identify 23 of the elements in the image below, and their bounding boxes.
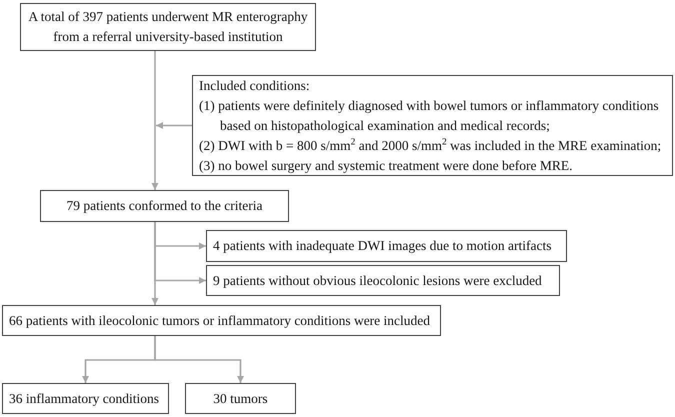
arrow — [152, 222, 158, 305]
criteria-item: (2) DWI with b = 800 s/mm$^{2}$ and 2000 s/mm$^{2}$ was included in the MRE examination; — [199, 136, 662, 155]
arrow — [154, 336, 244, 383]
exclusion-box — [206, 230, 567, 262]
step-text: 4 patients with inadequate DWI images due to motion artifacts — [213, 237, 552, 255]
group-box — [185, 383, 296, 414]
step-text: 9 patients without obvious ileocolonic lesions were excluded — [213, 272, 542, 290]
process-box — [2, 305, 441, 336]
arrow — [156, 122, 192, 129]
criteria-heading: Included conditions: — [199, 76, 310, 94]
exclusion-box — [206, 265, 560, 296]
criteria-item: (3) no bowel surgery and systemic treatment were done before MRE. — [199, 156, 573, 175]
step-text: A total of 397 patients underwent MR enterography from a referral university-based institution — [27, 8, 309, 46]
process-box — [20, 3, 316, 51]
process-box — [40, 190, 289, 222]
criteria-box — [192, 75, 673, 176]
step-text: 66 patients with ileocolonic tumors or inflammatory conditions were included — [9, 312, 430, 330]
criteria-item: (1) patients were definitely diagnosed with bowel tumors or inflammatory conditions based on histopathological examination and medical records; — [199, 96, 660, 135]
arrow — [152, 51, 158, 190]
group-box — [2, 383, 169, 414]
step-text: 36 inflammatory conditions — [9, 390, 159, 408]
step-text: 79 patients conformed to the criteria — [66, 197, 263, 215]
step-text: 30 tumors — [213, 390, 268, 408]
